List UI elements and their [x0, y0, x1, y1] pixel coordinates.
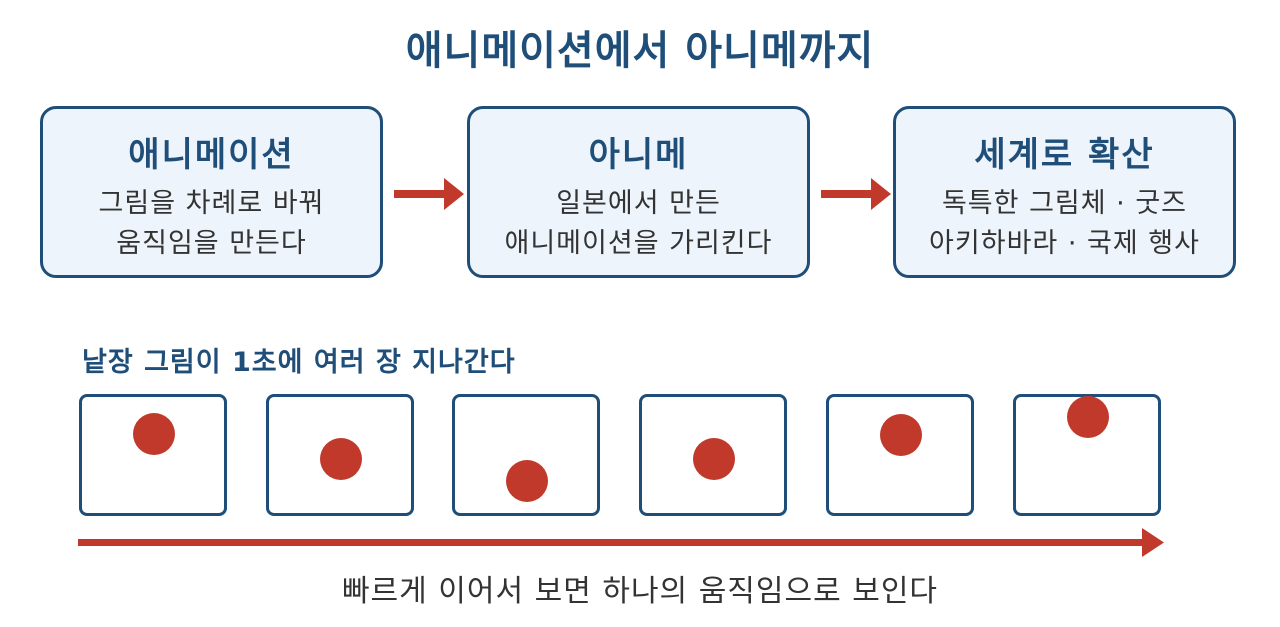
- footer-caption: 빠르게 이어서 보면 하나의 움직임으로 보인다: [341, 574, 939, 609]
- flow-box-line: 움직임을 만든다: [116, 228, 307, 259]
- animation-frame: [1013, 394, 1161, 516]
- page-title: 애니메이션에서 아니메까지: [405, 28, 875, 74]
- timeline-arrow-icon: [78, 528, 1164, 557]
- flow-box-line: 아키하바라 · 국제 행사: [929, 228, 1200, 259]
- right-arrow-icon: [394, 178, 464, 210]
- right-arrow-icon: [821, 178, 891, 210]
- flow-box-line: 애니메이션을 가리킨다: [504, 228, 773, 259]
- animation-frame: [266, 394, 414, 516]
- flow-box-title: 애니메이션: [128, 135, 295, 175]
- flow-box-line: 독특한 그림체 · 굿즈: [941, 188, 1188, 219]
- flow-box-line: 그림을 차례로 바꿔: [98, 188, 325, 219]
- flow-box-global-spread: 세계로 확산 독특한 그림체 · 굿즈 아키하바라 · 국제 행사: [893, 106, 1236, 278]
- animation-frame: [79, 394, 227, 516]
- moving-ball: [1067, 396, 1109, 438]
- flow-box-title: 세계로 확산: [974, 135, 1155, 175]
- flow-box-line: 일본에서 만든: [556, 188, 721, 219]
- flow-box-title: 아니메: [588, 135, 689, 175]
- moving-ball: [880, 414, 922, 456]
- moving-ball: [506, 460, 548, 502]
- moving-ball: [693, 438, 735, 480]
- animation-frame: [826, 394, 974, 516]
- flow-box-animation: 애니메이션 그림을 차례로 바꿔 움직임을 만든다: [40, 106, 383, 278]
- animation-frame: [452, 394, 600, 516]
- animation-frame: [639, 394, 787, 516]
- moving-ball: [320, 438, 362, 480]
- flow-box-anime: 아니메 일본에서 만든 애니메이션을 가리킨다: [467, 106, 810, 278]
- moving-ball: [133, 413, 175, 455]
- frames-caption: 낱장 그림이 1초에 여러 장 지나간다: [82, 347, 516, 378]
